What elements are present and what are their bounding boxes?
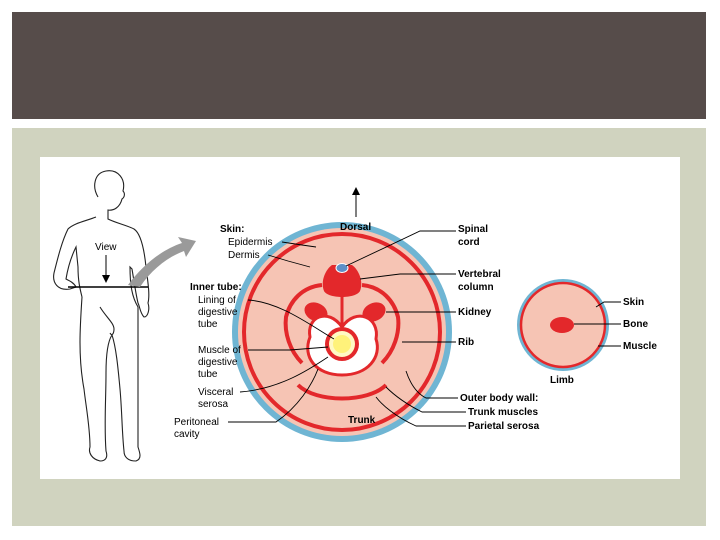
vertebral-column-label-2: column	[458, 282, 494, 293]
title-band	[12, 12, 706, 119]
vertebral-column-label-1: Vertebral	[458, 269, 501, 280]
limb-muscle-label: Muscle	[623, 341, 657, 352]
human-figure	[54, 171, 149, 461]
trunk-cross-section	[232, 222, 452, 442]
skin-heading: Skin:	[220, 224, 244, 235]
dermis-label: Dermis	[228, 250, 260, 261]
visceral-serosa-label-1: Visceral	[198, 387, 233, 398]
spinal-cord-label-1: Spinal	[458, 224, 488, 235]
limb-caption: Limb	[550, 375, 574, 386]
spinal-cord	[336, 264, 348, 273]
limb-skin-label: Skin	[623, 297, 644, 308]
kidney-label: Kidney	[458, 307, 492, 318]
inner-tube-heading: Inner tube:	[190, 282, 242, 293]
muscle-of-tube-label-1: Muscle of	[198, 345, 241, 356]
view-label: View	[95, 242, 117, 253]
trunk-caption: Trunk	[348, 415, 376, 426]
peritoneal-cavity-label-1: Peritoneal	[174, 417, 219, 428]
body-plan-figure: View Dorsal Skin: Epidermis Dermis Inner…	[40, 157, 680, 479]
human-torso-left	[54, 217, 96, 297]
outer-body-wall-heading: Outer body wall:	[460, 393, 538, 404]
lining-label-3: tube	[198, 319, 218, 330]
lining-label-1: Lining of	[198, 295, 236, 306]
trunk-muscles-label: Trunk muscles	[468, 407, 538, 418]
peritoneal-cavity-label-2: cavity	[174, 429, 200, 440]
human-hips	[100, 307, 114, 335]
limb-bone-label: Bone	[623, 319, 648, 330]
view-direction-arrow	[128, 237, 196, 287]
epidermis-label: Epidermis	[228, 237, 272, 248]
muscle-of-tube-label-3: tube	[198, 369, 218, 380]
spinal-cord-label-2: cord	[458, 237, 480, 248]
parietal-serosa-label: Parietal serosa	[468, 421, 540, 432]
visceral-serosa-label-2: serosa	[198, 399, 228, 410]
limb-bone	[550, 317, 574, 333]
view-arrow-head	[102, 275, 110, 283]
human-legs	[80, 297, 140, 461]
body-plan-diagram: View Dorsal Skin: Epidermis Dermis Inner…	[40, 157, 680, 479]
muscle-of-tube-label-2: digestive	[198, 357, 238, 368]
dorsal-arrow-head	[352, 187, 360, 195]
digestive-tube-lining	[333, 335, 351, 353]
rib-label: Rib	[458, 337, 474, 348]
dorsal-label: Dorsal	[340, 222, 371, 233]
limb-cross-section	[517, 279, 609, 371]
lining-label-2: digestive	[198, 307, 238, 318]
